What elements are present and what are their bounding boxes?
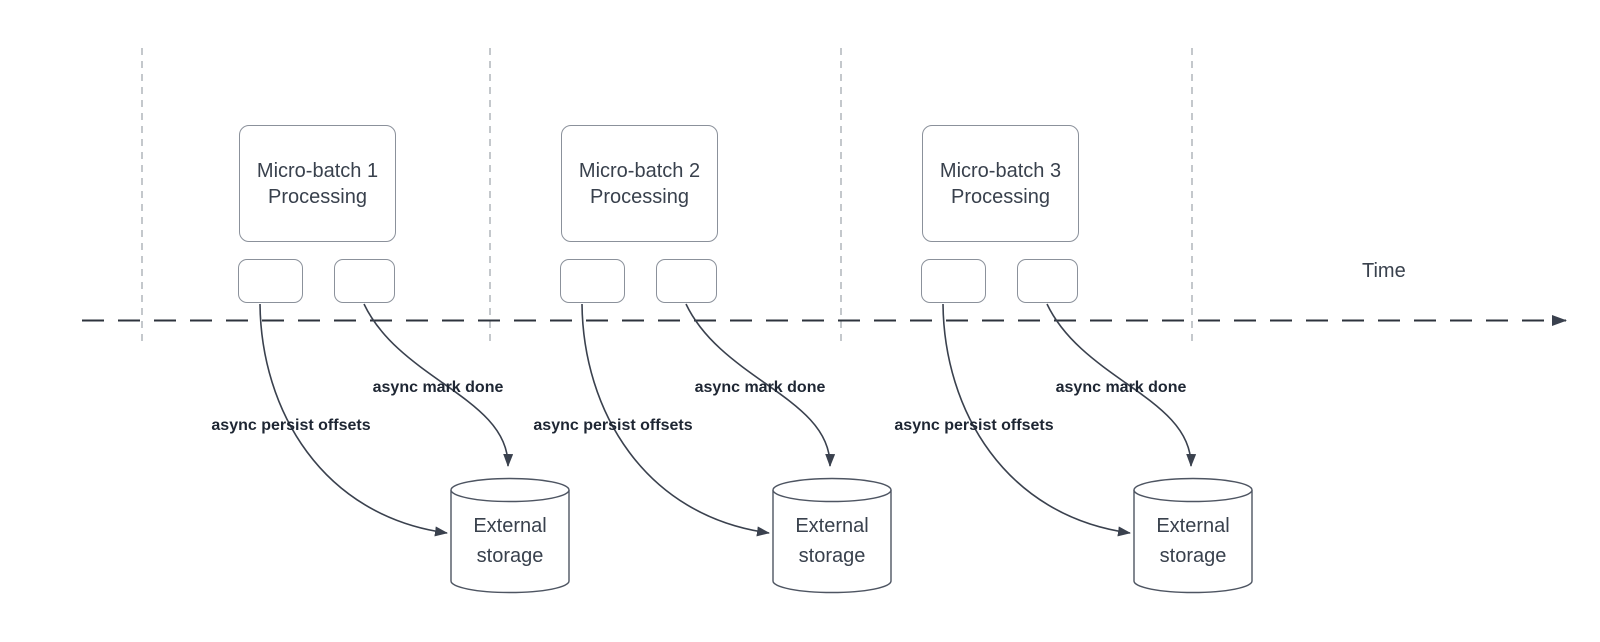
persist-offsets-label: async persist offsets xyxy=(533,417,693,434)
external-storage-label-line2: storage xyxy=(798,545,866,567)
external-storage-label: External storage xyxy=(773,511,891,571)
time-axis-label: Time xyxy=(1362,260,1406,282)
persist-task-box xyxy=(560,259,625,303)
storage-cylinder-body xyxy=(450,490,570,594)
persist-task-box xyxy=(238,259,303,303)
micro-batch-box-subtitle: Processing xyxy=(590,185,689,208)
mark-done-task-box xyxy=(334,259,395,303)
storage-cylinder-body xyxy=(772,490,892,594)
external-storage-label-line1: External xyxy=(473,515,547,537)
micro-batch-box-subtitle: Processing xyxy=(268,185,367,208)
micro-batch-box: Micro-batch 1 Processing xyxy=(239,125,396,242)
mark-done-label: async mark done xyxy=(1055,379,1187,396)
external-storage-label: External storage xyxy=(1134,511,1252,571)
mark-done-arrow xyxy=(1046,303,1197,467)
micro-batch-box: Micro-batch 3 Processing xyxy=(922,125,1079,242)
persist-task-box xyxy=(921,259,986,303)
storage-cylinder-top xyxy=(450,477,570,503)
external-storage-label-line2: storage xyxy=(476,545,544,567)
micro-batch-box-title: Micro-batch 1 xyxy=(256,159,379,182)
batch-1-flow-group xyxy=(259,303,570,594)
external-storage-label-line2: storage xyxy=(1159,545,1227,567)
storage-cylinder-body xyxy=(1133,490,1253,594)
mark-done-label: async mark done xyxy=(372,379,504,396)
micro-batch-box-title: Micro-batch 2 xyxy=(578,159,701,182)
persist-offsets-arrow xyxy=(942,303,1131,537)
mark-done-task-box xyxy=(656,259,717,303)
storage-cylinder-top xyxy=(772,477,892,503)
persist-offsets-label: async persist offsets xyxy=(894,417,1054,434)
mark-done-task-box xyxy=(1017,259,1078,303)
persist-offsets-label: async persist offsets xyxy=(211,417,371,434)
micro-batch-box-subtitle: Processing xyxy=(951,185,1050,208)
external-storage-label: External storage xyxy=(451,511,569,571)
batch-2-flow-group xyxy=(581,303,892,594)
mark-done-arrow xyxy=(685,303,836,467)
persist-offsets-arrow xyxy=(259,303,448,537)
external-storage-label-line1: External xyxy=(1156,515,1230,537)
micro-batch-box: Micro-batch 2 Processing xyxy=(561,125,718,242)
micro-batch-box-title: Micro-batch 3 xyxy=(939,159,1062,182)
persist-offsets-arrow xyxy=(581,303,770,537)
batch-3-flow-group xyxy=(942,303,1253,594)
storage-cylinder-top xyxy=(1133,477,1253,503)
mark-done-arrow xyxy=(363,303,514,467)
mark-done-label: async mark done xyxy=(694,379,826,396)
external-storage-label-line1: External xyxy=(795,515,869,537)
